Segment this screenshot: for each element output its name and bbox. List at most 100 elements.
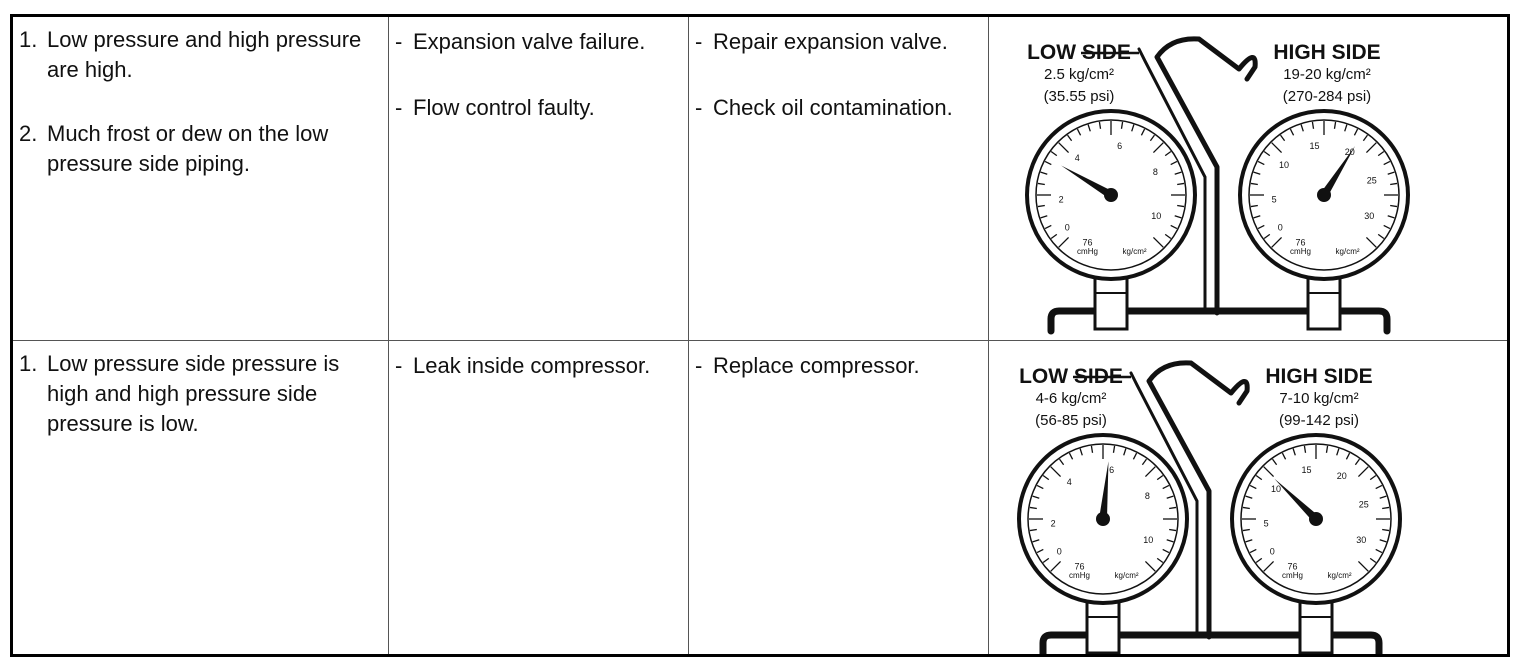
high-gauge-needle: [1320, 146, 1356, 198]
high-gauge-tick: [1263, 150, 1271, 157]
high-gauge-tick: [1333, 121, 1337, 129]
low-gauge-tick: [1162, 548, 1170, 554]
high-gauge-scale-label: 5: [1272, 194, 1277, 204]
low-gauge-tick: [1166, 539, 1174, 543]
high-gauge-scale-label: 76: [1295, 237, 1305, 247]
high-gauge-tick: [1289, 128, 1295, 136]
low-gauge-scale-label: 6: [1109, 465, 1114, 475]
high-gauge-tick: [1387, 215, 1395, 219]
low-gauge-tick: [1050, 466, 1062, 478]
high-side-title: HIGH SIDE: [1265, 365, 1372, 388]
low-gauge-tick: [1044, 224, 1052, 230]
high-gauge-tick: [1390, 182, 1398, 186]
remedy-item: - Repair expansion valve.: [695, 27, 982, 57]
high-gauge-scale-label: 10: [1271, 484, 1281, 494]
low-gauge-needle: [1099, 461, 1109, 520]
low-gauge-scale-label: 76: [1074, 561, 1084, 571]
low-gauge-tick: [1058, 142, 1070, 154]
low-side-psi: (35.55 psi): [1044, 88, 1115, 105]
high-gauge-tick: [1257, 160, 1265, 166]
low-gauge-scale-label: 10: [1151, 211, 1161, 221]
low-gauge-hub: [1104, 188, 1118, 202]
high-gauge-tick: [1377, 150, 1385, 157]
low-gauge-tick: [1040, 215, 1048, 219]
high-gauge-scale-label: 10: [1279, 160, 1289, 170]
low-gauge-tick: [1162, 484, 1170, 490]
high-gauge-tick: [1357, 560, 1369, 572]
low-gauge-tick: [1156, 557, 1164, 564]
high-gauge-scale-label: 0: [1270, 546, 1275, 556]
low-gauge-scale-label: 76: [1082, 237, 1092, 247]
low-gauge-tick: [1169, 528, 1177, 532]
high-gauge-needle: [1274, 478, 1319, 522]
condition-text: Much frost or dew on the low pressure si…: [47, 121, 329, 176]
high-gauge-scale-label: 20: [1337, 471, 1347, 481]
low-gauge-tick: [1044, 160, 1052, 166]
high-gauge-tick: [1257, 224, 1265, 230]
high-gauge-scale-label: 30: [1356, 535, 1366, 545]
high-gauge-tick: [1357, 466, 1369, 478]
low-side-value: 2.5 kg/cm²: [1044, 66, 1114, 83]
high-gauge-unit-label: cmHg: [1290, 247, 1311, 256]
high-gauge-unit-label: kg/cm²: [1328, 571, 1352, 580]
low-gauge-scale-label: 0: [1057, 546, 1062, 556]
high-gauge-tick: [1303, 445, 1307, 453]
high-gauge-tick: [1253, 171, 1261, 175]
low-gauge-unit-label: kg/cm²: [1123, 247, 1147, 256]
high-side-title: HIGH SIDE: [1273, 41, 1380, 64]
remedy-text: Check oil contamination.: [713, 95, 953, 120]
low-gauge-tick: [1123, 448, 1127, 456]
cause-text: Flow control faulty.: [413, 95, 595, 120]
low-gauge-tick: [1058, 236, 1070, 248]
low-gauge-tick: [1029, 528, 1037, 532]
gauge-hanger: [1146, 360, 1250, 640]
low-side-title: LOW SIDE: [1027, 41, 1131, 64]
low-gauge-tick: [1164, 233, 1172, 240]
high-gauge-tick: [1255, 557, 1263, 564]
low-gauge-tick: [1079, 448, 1083, 456]
high-gauge-tick: [1263, 233, 1271, 240]
bullet-dash: -: [395, 95, 403, 120]
high-gauge-unit-label: kg/cm²: [1336, 247, 1360, 256]
low-gauge-tick: [1166, 495, 1174, 499]
high-gauge-tick: [1249, 548, 1257, 554]
low-side-value: 4-6 kg/cm²: [1036, 390, 1107, 407]
high-gauge-tick: [1263, 466, 1275, 478]
remedy-text: Repair expansion valve.: [713, 29, 948, 54]
low-gauge-scale-label: 10: [1143, 535, 1153, 545]
cause-text: Leak inside compressor.: [413, 353, 651, 378]
high-side-value: 19-20 kg/cm²: [1283, 66, 1371, 83]
low-side-title: LOW SIDE: [1019, 365, 1123, 388]
low-gauge-tick: [1040, 171, 1048, 175]
high-gauge-tick: [1255, 474, 1263, 481]
remedy-item: - Check oil contamination.: [695, 93, 982, 123]
low-gauge-tick: [1029, 506, 1037, 510]
high-gauge-tick: [1354, 458, 1361, 466]
high-gauge-tick: [1300, 124, 1304, 132]
condition-text: Low pressure side pressure is high and h…: [47, 351, 340, 436]
cause-item: - Expansion valve failure.: [395, 27, 682, 57]
low-gauge-stem: [1093, 273, 1129, 331]
low-gauge-unit-label: cmHg: [1069, 571, 1090, 580]
high-gauge-tick: [1383, 160, 1391, 166]
low-gauge-tick: [1131, 124, 1135, 132]
bullet-dash: -: [695, 95, 703, 120]
low-gauge-tick: [1164, 150, 1172, 157]
high-gauge-tick: [1311, 121, 1315, 129]
bullet-dash: -: [695, 353, 703, 378]
high-gauge-tick: [1292, 448, 1296, 456]
low-gauge-tick: [1090, 445, 1094, 453]
low-gauge-tick: [1112, 445, 1116, 453]
gauge-hanger: [1154, 36, 1258, 316]
low-gauge-tick: [1050, 233, 1058, 240]
low-gauge-scale-label: 8: [1153, 167, 1158, 177]
high-gauge-tick: [1387, 171, 1395, 175]
low-gauge-tick: [1152, 142, 1164, 154]
item-number: 1.: [19, 27, 38, 52]
cause-item: - Flow control faulty.: [395, 93, 682, 123]
high-gauge-tick: [1390, 204, 1398, 208]
